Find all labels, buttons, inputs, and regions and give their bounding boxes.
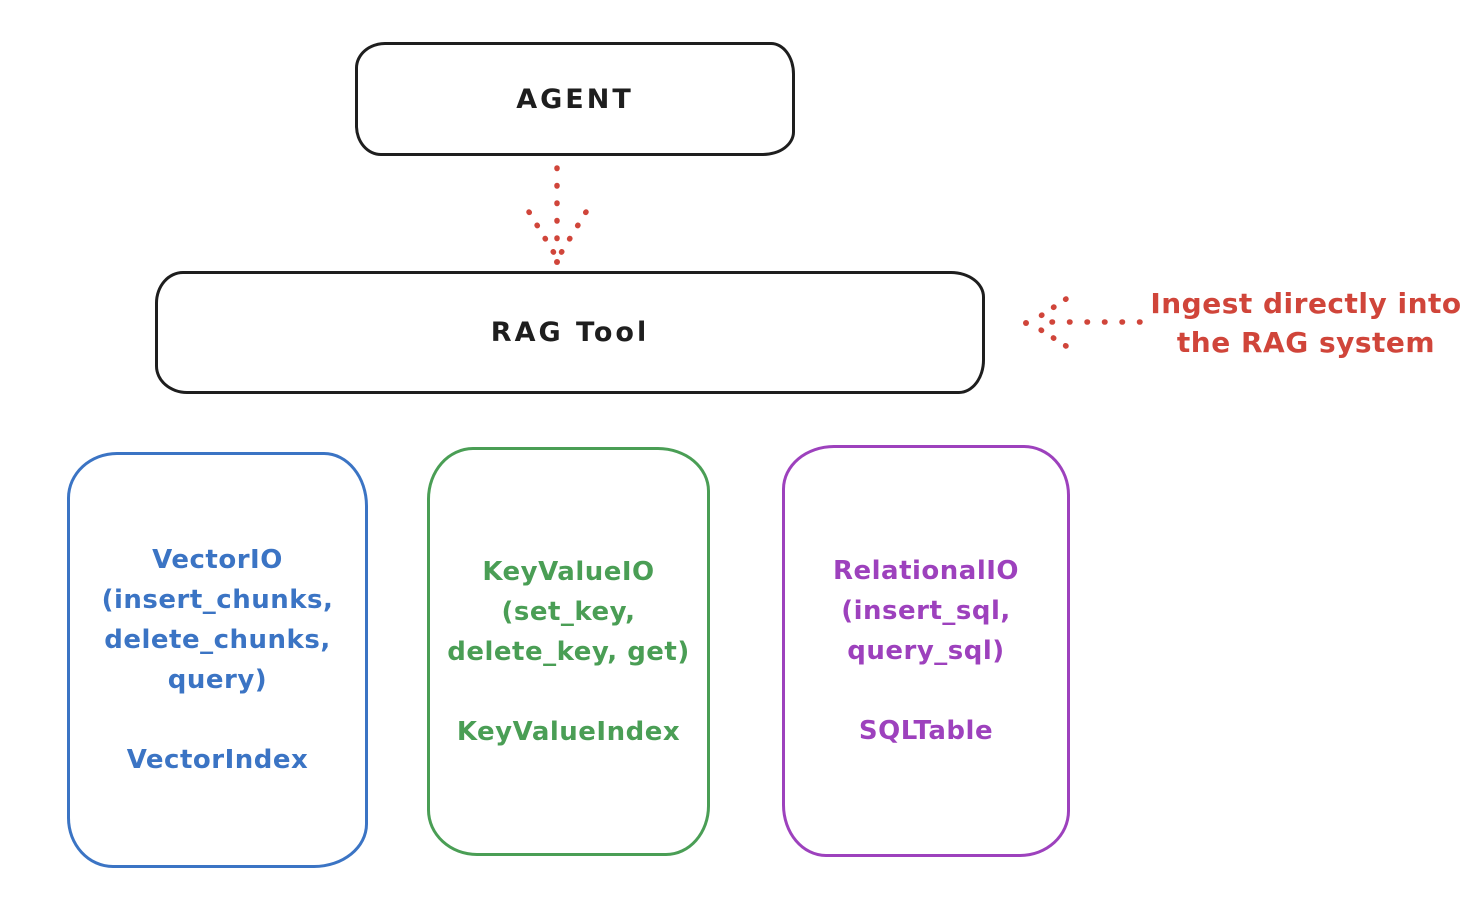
store-text-line: RelationalIO: [832, 556, 1020, 586]
store-footer-label: SQLTable: [858, 716, 994, 746]
store-text-vector-io: VectorIO (insert_chunks, delete_chunks, …: [102, 540, 334, 780]
ingest-annotation: Ingest directly into the RAG system: [1128, 284, 1484, 362]
agent-to-rag-arrow-icon: [526, 165, 589, 265]
store-text-line: (insert_chunks,: [101, 585, 334, 615]
agent-node: AGENT: [355, 42, 795, 156]
rag-tool-label: RAG Tool: [490, 317, 650, 348]
store-text-line: (insert_sql,: [841, 596, 1011, 626]
store-text-gap: [833, 671, 1019, 711]
store-text-line: delete_chunks,: [104, 625, 331, 655]
rag-tool-node: RAG Tool: [155, 271, 985, 394]
store-text-keyvalue-io: KeyValueIO (set_key, delete_key, get) Ke…: [447, 552, 690, 752]
store-footer-label: KeyValueIndex: [456, 716, 681, 747]
store-text-line: KeyValueIO: [482, 556, 655, 587]
store-text-line: query): [167, 665, 268, 695]
store-footer-label: VectorIndex: [126, 745, 309, 775]
store-text-line: delete_key, get): [447, 636, 690, 667]
store-node-vector-io: VectorIO (insert_chunks, delete_chunks, …: [67, 452, 368, 868]
store-text-gap: [102, 700, 334, 740]
store-text-line: query_sql): [847, 636, 1005, 666]
store-node-keyvalue-io: KeyValueIO (set_key, delete_key, get) Ke…: [427, 447, 710, 856]
store-text-relational-io: RelationalIO (insert_sql, query_sql) SQL…: [833, 551, 1019, 751]
store-text-gap: [447, 672, 690, 712]
annotation-line-2: the RAG system: [1176, 326, 1436, 359]
store-text-line: (set_key,: [501, 596, 636, 627]
ingest-annotation-arrow-icon: [1023, 296, 1143, 349]
annotation-line-1: Ingest directly into: [1150, 287, 1462, 320]
store-node-relational-io: RelationalIO (insert_sql, query_sql) SQL…: [782, 445, 1070, 857]
store-text-line: VectorIO: [152, 545, 283, 575]
agent-label: AGENT: [516, 83, 634, 115]
